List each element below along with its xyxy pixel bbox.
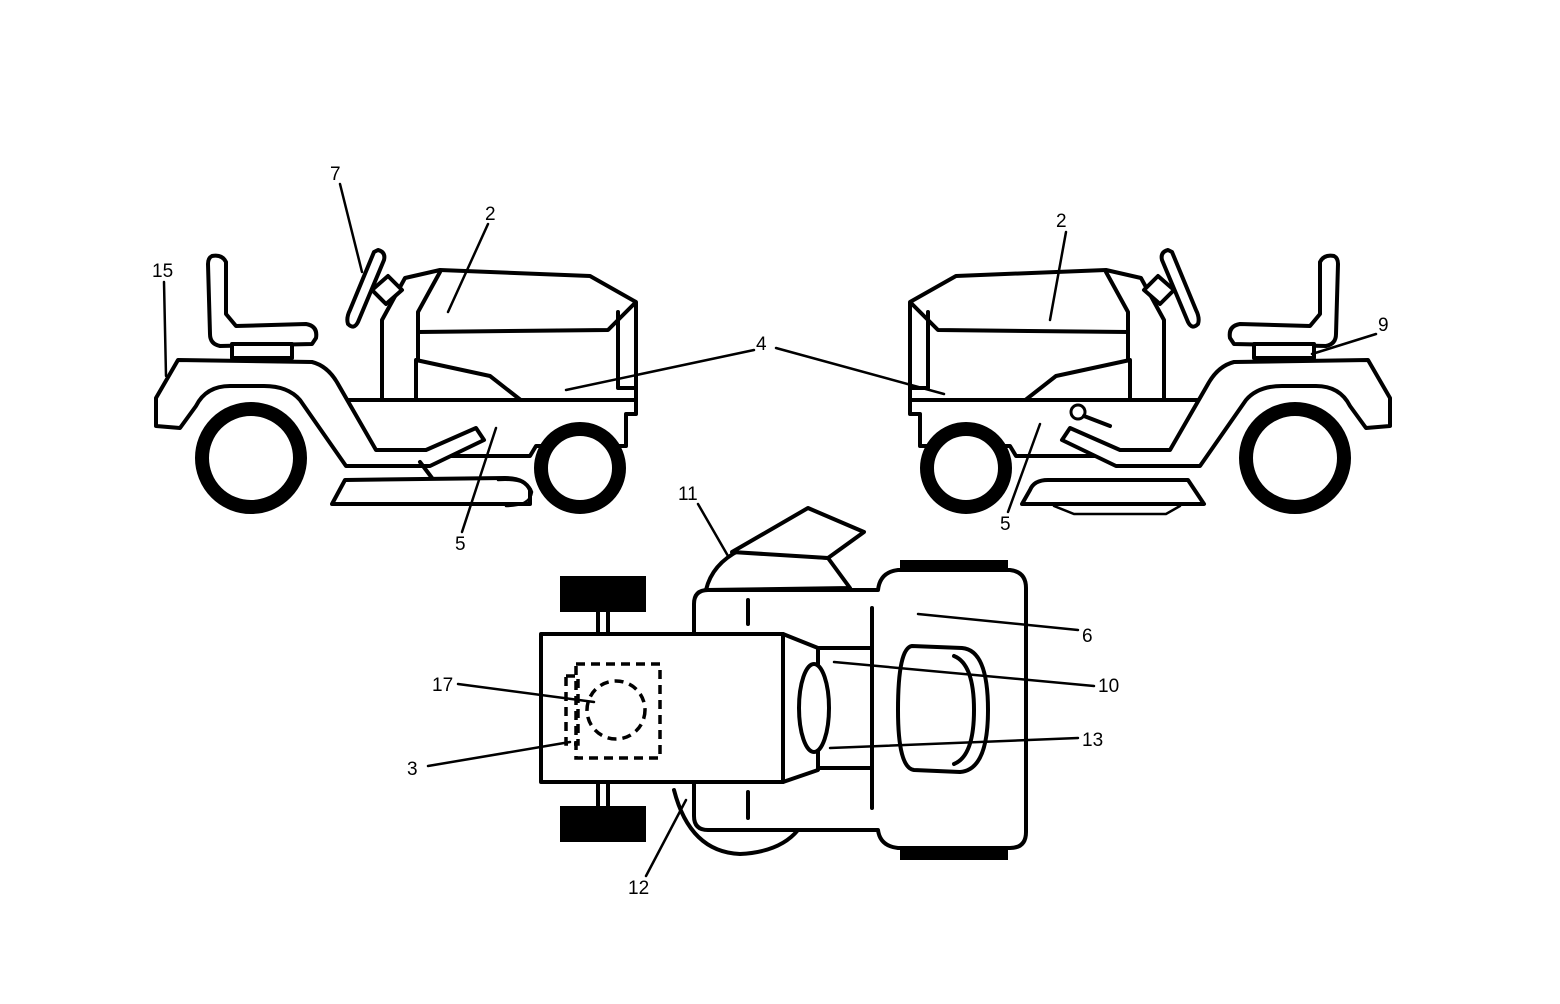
- leader-lines: [162, 182, 1378, 878]
- engine-side-outline-top: [564, 674, 580, 746]
- steering-wheel-left: [345, 248, 387, 329]
- callout-17: 17: [432, 675, 453, 696]
- tractor-right-side-view: [908, 248, 1392, 516]
- grille-left: [616, 310, 636, 390]
- body-marks-top: [746, 598, 874, 820]
- front-right-wheel-top: [560, 806, 646, 842]
- steering-column-left: [370, 274, 404, 306]
- leader-15: [162, 280, 168, 378]
- engine-outline-top: [574, 662, 662, 760]
- deck-chute-left: [496, 478, 534, 508]
- leader-4-right: [774, 346, 946, 396]
- callout-2-left: 2: [485, 204, 496, 225]
- pedal-left: [418, 460, 434, 480]
- leader-12: [644, 798, 688, 878]
- rear-right-wheel-top: [900, 848, 1008, 860]
- leader-13: [828, 736, 1080, 750]
- hood-shoulder-line-left: [416, 270, 442, 362]
- leader-4-left: [564, 348, 756, 392]
- front-wheel-right: [920, 422, 1012, 514]
- grille-right: [910, 310, 930, 390]
- leader-11: [696, 502, 730, 558]
- seat-back-top: [952, 654, 976, 766]
- seat-left: [206, 253, 319, 348]
- seat-post-right: [1252, 342, 1316, 360]
- callout-5-left: 5: [455, 534, 466, 555]
- hood-seam-left: [416, 302, 636, 334]
- hood-left: [380, 268, 638, 414]
- tractor-left-side-view: [154, 248, 638, 514]
- callout-7: 7: [330, 164, 341, 185]
- leader-2-right: [1048, 230, 1068, 322]
- leader-17: [456, 682, 596, 704]
- callout-12: 12: [628, 878, 649, 899]
- deck-curve-lower-top: [672, 788, 800, 856]
- rear-wheel-right: [1239, 402, 1351, 514]
- rear-wheel-left: [195, 402, 307, 514]
- engine-cap-top: [585, 679, 647, 741]
- leader-5-right: [1006, 422, 1042, 514]
- mower-deck-left: [330, 476, 532, 506]
- callout-labels: 7 2 15 4 5 2 9 5 11 6 17 10 13 3 12: [152, 164, 1389, 899]
- rear-fender-left: [154, 358, 486, 468]
- hood-shoulder-line-right: [1104, 270, 1130, 362]
- callout-6: 6: [1082, 626, 1093, 647]
- callout-4: 4: [756, 334, 767, 355]
- leader-9: [1310, 332, 1378, 356]
- seat-post-left: [230, 342, 294, 360]
- front-axle-top: [596, 608, 610, 812]
- leader-3: [426, 740, 572, 768]
- front-wheel-left: [534, 422, 626, 514]
- callout-10: 10: [1098, 676, 1119, 697]
- callout-3: 3: [407, 759, 418, 780]
- leader-6: [916, 612, 1080, 632]
- hood-right: [908, 268, 1166, 414]
- callout-5-right: 5: [1000, 514, 1011, 535]
- callout-13: 13: [1082, 730, 1103, 751]
- tractor-top-view: [539, 506, 1028, 860]
- lever-handle-right: [1082, 414, 1112, 428]
- leader-2-left: [446, 222, 490, 314]
- steering-wheel-top: [797, 662, 831, 754]
- hood-seam-right: [910, 302, 1130, 334]
- leader-10: [832, 660, 1096, 688]
- front-left-wheel-top: [560, 576, 646, 612]
- seat-right: [1227, 253, 1340, 348]
- callout-15: 15: [152, 261, 173, 282]
- leader-5-left: [460, 426, 498, 534]
- hood-top: [539, 632, 785, 784]
- rear-fender-right: [1060, 358, 1392, 468]
- lever-knob-right: [1069, 403, 1087, 421]
- callout-2-right: 2: [1056, 211, 1067, 232]
- discharge-chute-top: [730, 506, 866, 560]
- deck-edge-right: [1052, 504, 1182, 516]
- mower-deck-right: [1020, 478, 1206, 506]
- steering-column-right: [1142, 274, 1176, 306]
- callout-9: 9: [1378, 315, 1389, 336]
- leader-7: [338, 182, 364, 274]
- callout-11: 11: [678, 484, 698, 505]
- steering-wheel-right: [1159, 248, 1201, 329]
